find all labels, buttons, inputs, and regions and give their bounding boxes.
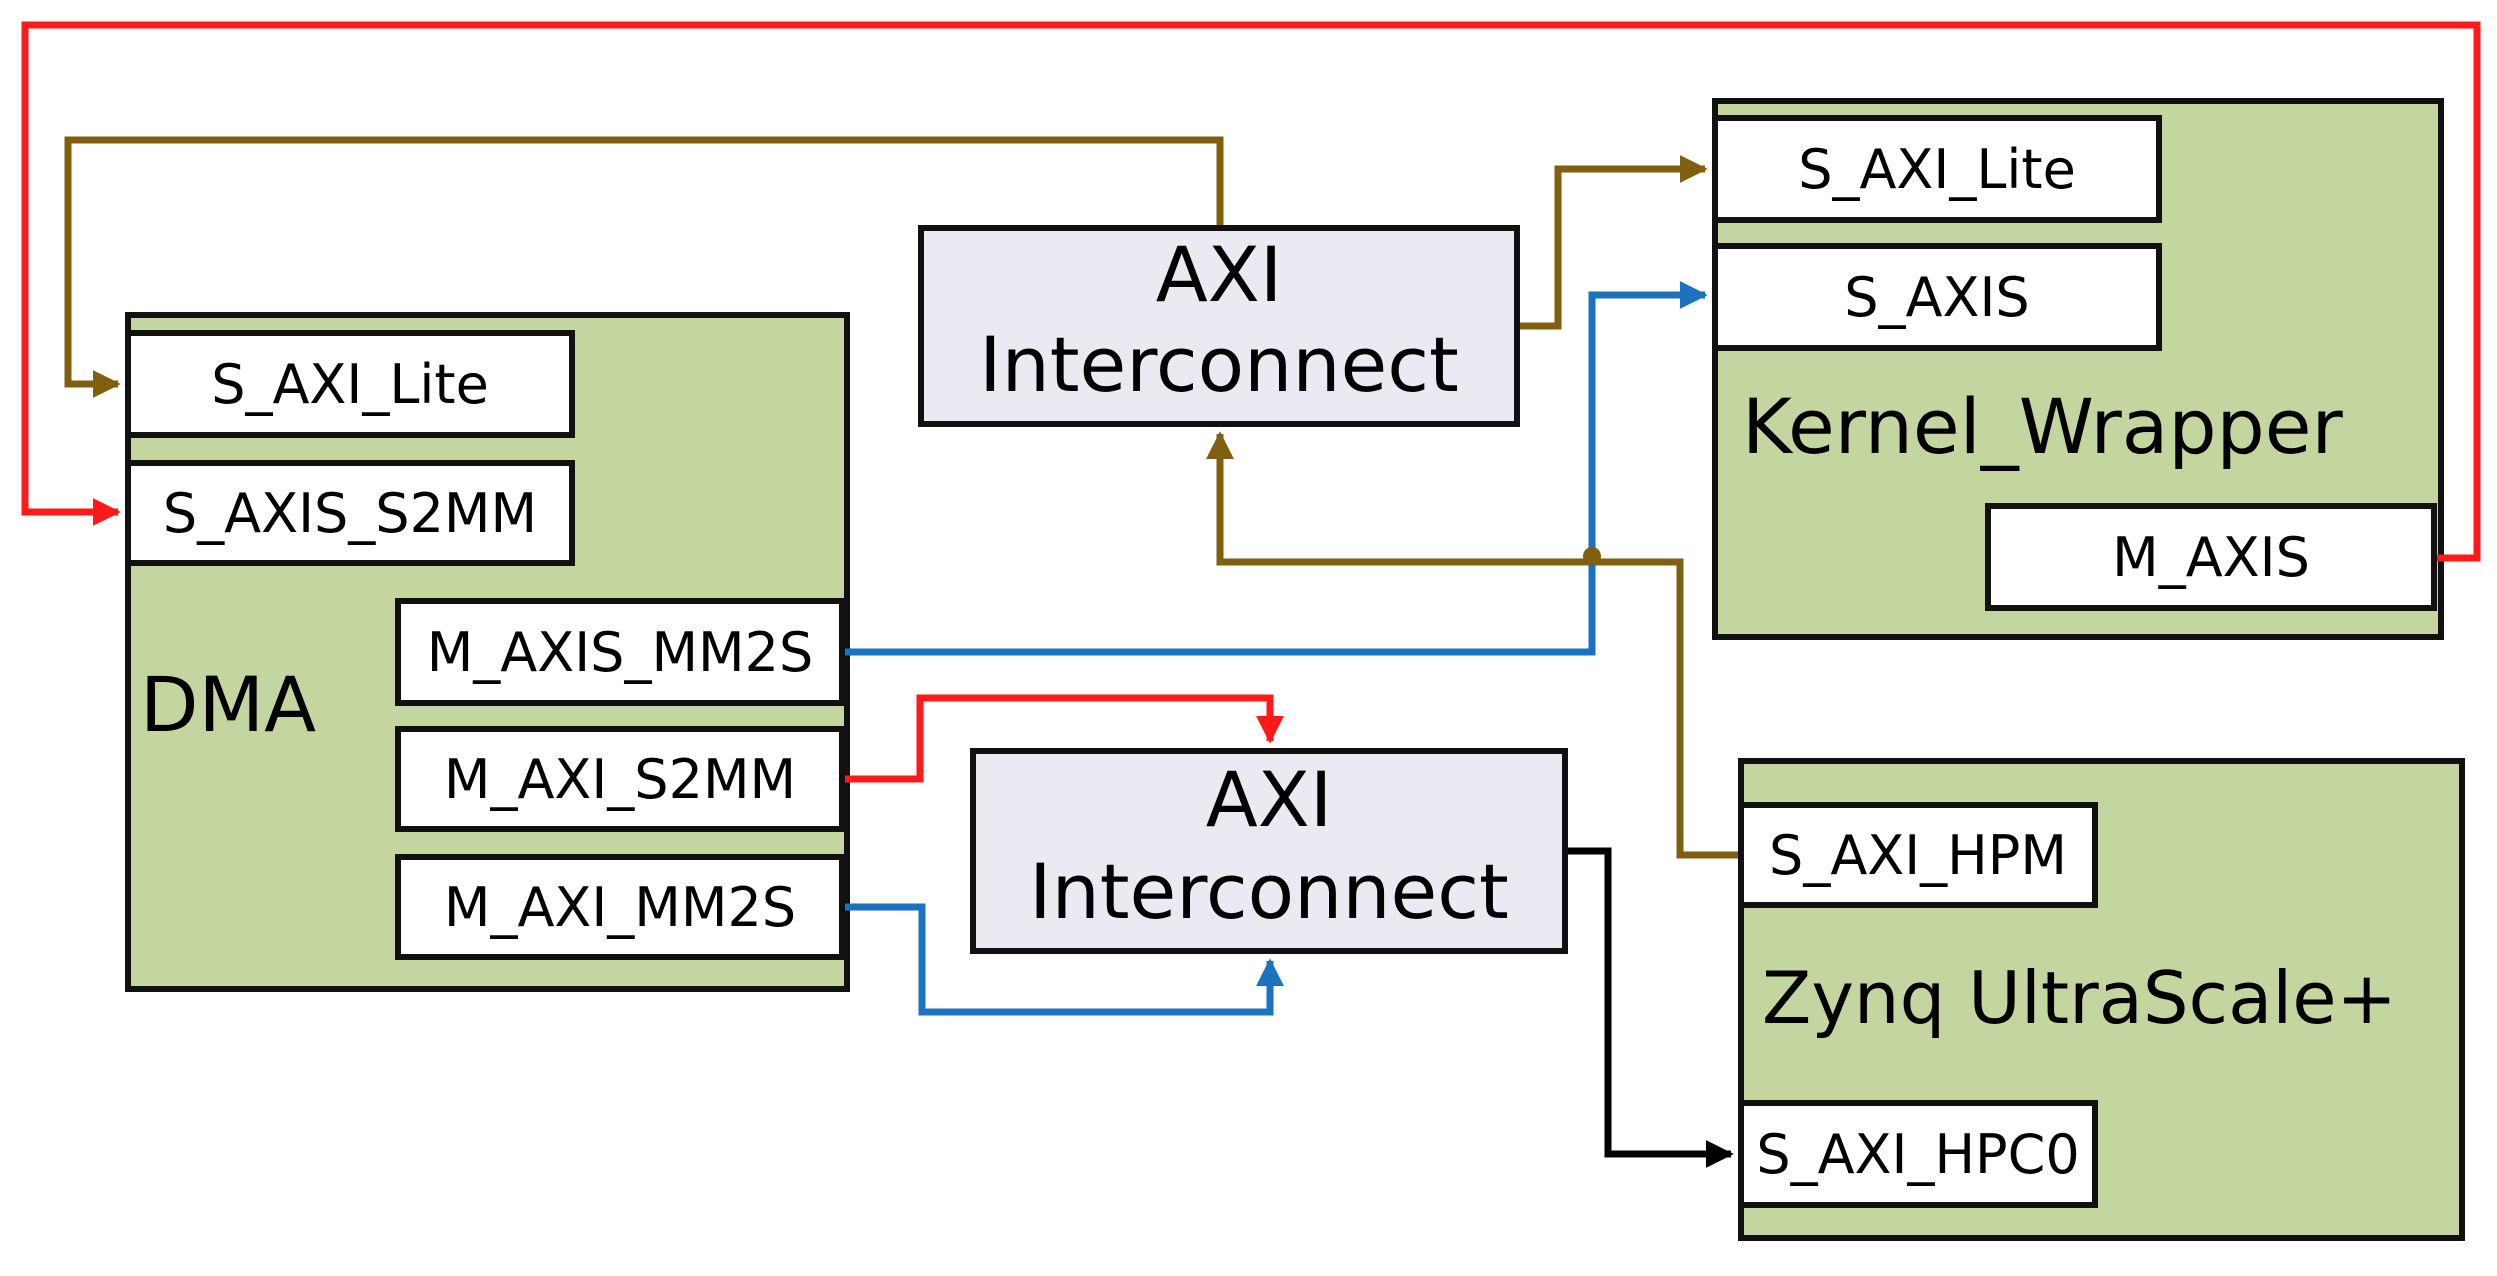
dma-port-m-axis-mm2s: M_AXIS_MM2S xyxy=(395,598,845,706)
zynq-port-s-axi-hpm: S_AXI_HPM xyxy=(1738,802,2098,908)
wire-dma-m-axi-s2mm-to-interconnect xyxy=(845,694,1284,783)
dma-port-s-axis-s2mm: S_AXIS_S2MM xyxy=(125,460,575,566)
zynq-port-s-axi-hpc0: S_AXI_HPC0 xyxy=(1738,1100,2098,1208)
kernel-port-m-axis: M_AXIS xyxy=(1985,503,2437,611)
wire-crossing-dot xyxy=(1583,547,1601,565)
wire-dma-m-axi-mm2s-to-interconnect xyxy=(845,903,1284,1016)
kernel-port-s-axis: S_AXIS xyxy=(1712,243,2162,351)
dma-port-m-axi-s2mm: M_AXI_S2MM xyxy=(395,726,845,832)
axi-interconnect-top-line2: Interconnect xyxy=(979,320,1459,409)
dma-port-m-axi-mm2s: M_AXI_MM2S xyxy=(395,854,845,960)
wire-dma-m-axis-mm2s-to-kernel-s-axis xyxy=(845,281,1708,656)
wire-interconnect-to-zynq-hpc0 xyxy=(1568,847,1734,1168)
wire-interconnect-to-kernel-s-axi-lite xyxy=(1520,155,1708,330)
axi-interconnect-bottom: AXI Interconnect xyxy=(970,748,1568,954)
wire-interconnect-to-dma-s-axi-lite xyxy=(64,136,1224,398)
dma-title: DMA xyxy=(140,660,317,749)
axi-interconnect-bottom-line1: AXI xyxy=(1205,755,1333,844)
kernel-wrapper-title: Kernel_Wrapper xyxy=(1742,382,2343,471)
axi-interconnect-top-line1: AXI xyxy=(1155,230,1283,319)
axi-interconnect-bottom-line2: Interconnect xyxy=(1029,847,1509,936)
axi-interconnect-top: AXI Interconnect xyxy=(918,225,1520,427)
wire-kernel-m-axis-to-dma-s-axis-s2mm xyxy=(21,21,2481,562)
dma-port-s-axi-lite: S_AXI_Lite xyxy=(125,330,575,438)
kernel-port-s-axi-lite: S_AXI_Lite xyxy=(1712,115,2162,223)
wire-zynq-hpm-to-interconnect xyxy=(1206,431,1738,859)
zynq-ultrascale-title: Zynq UltraScale+ xyxy=(1762,956,2397,1040)
